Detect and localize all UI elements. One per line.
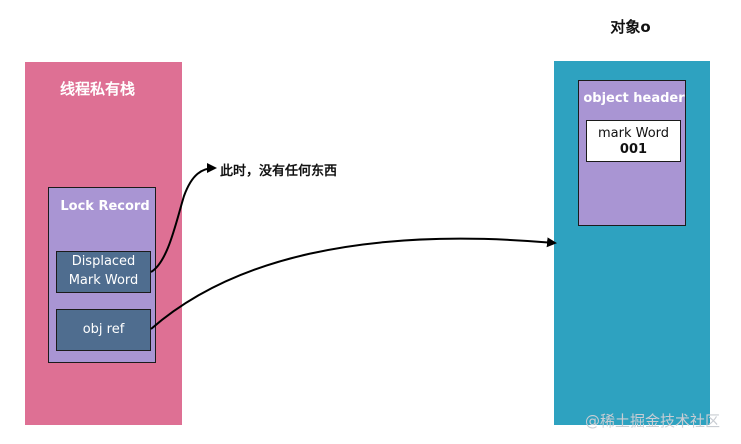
mark-word-box: mark Word 001 [586, 120, 681, 162]
lock-record-title: Lock Record [60, 199, 150, 214]
obj-ref-slot: obj ref [56, 309, 151, 351]
thread-stack-title: 线程私有栈 [59, 80, 135, 98]
object-title: 对象o [610, 18, 651, 36]
objref-to-object-arrow [150, 237, 557, 330]
watermark-text: @稀土掘金技术社区 [585, 412, 721, 430]
annotation-note: 此时，没有任何东西 [220, 164, 338, 179]
mark-word-label: mark Word [597, 126, 670, 141]
object-header-title: object header [583, 91, 685, 106]
displaced-mark-word-slot: Displaced Mark Word [56, 251, 151, 293]
mark-word-bits: 001 [619, 142, 648, 157]
